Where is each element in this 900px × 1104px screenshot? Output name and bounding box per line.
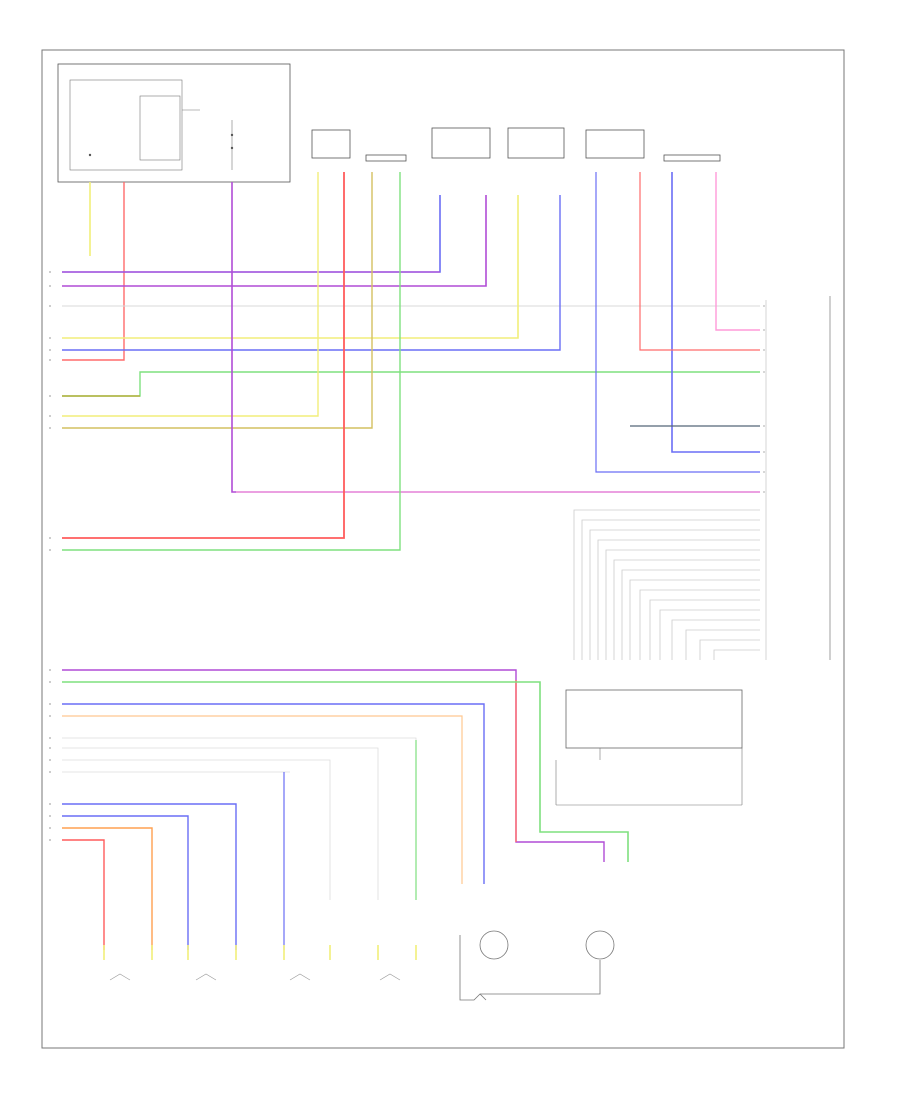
sensor-box-6	[663, 154, 721, 162]
wire-orange-ll	[62, 827, 153, 950]
bottom-thin-wires	[62, 737, 417, 900]
left-pin-markers	[49, 271, 51, 841]
wire-blue-ll	[62, 815, 189, 950]
control-module-box	[57, 63, 291, 183]
diagram-frame	[41, 49, 845, 1049]
sensor-box-4	[507, 127, 565, 159]
sensor-box-1	[311, 129, 351, 159]
right-terminal-dots	[763, 305, 765, 493]
wire-green-bottom	[62, 681, 629, 862]
harness-verticals	[573, 509, 760, 660]
wire-pink-right	[715, 172, 760, 331]
wire-blue-row	[62, 195, 561, 351]
bottom-sensors	[109, 973, 401, 981]
control-module-inner	[69, 79, 183, 171]
wire-green-long	[62, 172, 401, 551]
wire-red-long	[62, 172, 345, 539]
wire-purple-ll	[62, 803, 237, 950]
wire-red-module	[62, 182, 125, 361]
wire-green-row	[62, 371, 760, 397]
wire-blue-bottom	[62, 703, 485, 884]
wire-purple-row1	[62, 195, 441, 273]
wire-red-ll	[62, 839, 105, 950]
control-module-subbox	[139, 95, 181, 161]
sensor-box-5	[585, 129, 645, 159]
wire-purple-long	[231, 182, 760, 493]
wire-purple-bottom	[62, 669, 605, 862]
sensor-box-2	[365, 154, 407, 162]
wire-blue-right	[595, 172, 760, 473]
wire-yellow-row	[62, 195, 519, 339]
bottom-yellow-pins	[103, 945, 417, 960]
bottom-switch-right	[459, 930, 615, 1001]
wire-blue-right2	[671, 172, 760, 453]
wire-orange-bottom	[62, 715, 463, 884]
wire-red-right	[639, 172, 760, 351]
wire-yellow-row2	[62, 172, 319, 417]
lower-connector-box	[565, 689, 743, 749]
wire-purple-row2	[62, 195, 487, 287]
wire-olive-row2	[62, 172, 373, 429]
sensor-box-3	[431, 127, 491, 159]
